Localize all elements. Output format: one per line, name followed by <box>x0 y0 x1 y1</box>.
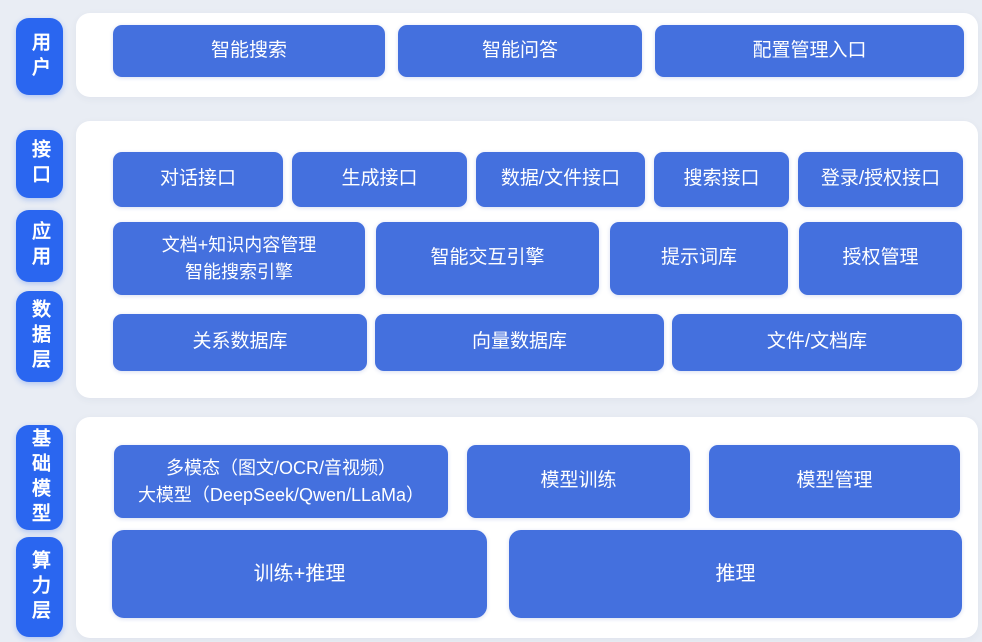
layer-tab-application: 应用 <box>16 210 63 282</box>
dialog-api-label: 对话接口 <box>159 168 236 190</box>
model-management-block: 模型管理 <box>709 445 960 518</box>
layer-tab-user-label: 用户 <box>29 31 50 82</box>
layer-tab-foundation-model-label: 基础模型 <box>29 427 50 528</box>
interaction-engine-label: 智能交互引擎 <box>430 247 545 269</box>
model-training-label: 模型训练 <box>540 470 617 492</box>
model-compute-layers-panel: 多模态（图文/OCR/音视频） 大模型（DeepSeek/Qwen/LLaMa）… <box>76 417 978 638</box>
model-training-block: 模型训练 <box>467 445 690 518</box>
application-row: 文档+知识内容管理 智能搜索引擎 智能交互引擎 提示词库 授权管理 <box>113 222 962 295</box>
config-management-entry-label: 配置管理入口 <box>752 39 867 61</box>
model-management-label: 模型管理 <box>796 470 873 492</box>
user-layer-panel: 智能搜索 智能问答 配置管理入口 <box>76 13 978 97</box>
compute-row: 训练+推理 推理 <box>112 530 962 618</box>
interface-row: 对话接口 生成接口 数据/文件接口 搜索接口 登录/授权接口 <box>113 152 963 207</box>
inference-label: 推理 <box>715 563 756 585</box>
auth-management-block: 授权管理 <box>799 222 962 295</box>
dialog-api-block: 对话接口 <box>113 152 283 207</box>
vector-db-label: 向量数据库 <box>471 331 567 353</box>
smart-qa-block: 智能问答 <box>398 25 642 77</box>
data-file-api-label: 数据/文件接口 <box>500 168 621 190</box>
layer-tab-data-label: 数据层 <box>29 299 50 374</box>
layer-tab-interface: 接口 <box>16 130 63 198</box>
layer-tab-application-label: 应用 <box>29 221 50 271</box>
login-auth-api-block: 登录/授权接口 <box>798 152 963 207</box>
file-doc-store-block: 文件/文档库 <box>672 314 962 371</box>
layer-tab-user: 用户 <box>16 18 63 95</box>
foundation-model-row: 多模态（图文/OCR/音视频） 大模型（DeepSeek/Qwen/LLaMa）… <box>114 445 960 518</box>
training-inference-block: 训练+推理 <box>112 530 487 618</box>
doc-knowledge-line2: 智能搜索引擎 <box>185 261 293 282</box>
smart-search-block: 智能搜索 <box>113 25 385 77</box>
login-auth-api-label: 登录/授权接口 <box>820 168 941 190</box>
layer-tab-data: 数据层 <box>16 291 63 382</box>
auth-management-label: 授权管理 <box>842 247 919 269</box>
prompt-library-block: 提示词库 <box>610 222 788 295</box>
search-api-label: 搜索接口 <box>683 168 760 190</box>
prompt-library-label: 提示词库 <box>660 247 737 269</box>
multimodal-llm-line1: 多模态（图文/OCR/音视频） <box>166 457 396 478</box>
data-row: 关系数据库 向量数据库 文件/文档库 <box>113 314 962 371</box>
file-doc-store-label: 文件/文档库 <box>766 331 868 353</box>
doc-knowledge-line1: 文档+知识内容管理 <box>161 234 317 255</box>
relational-db-block: 关系数据库 <box>113 314 367 371</box>
smart-qa-label: 智能问答 <box>481 39 558 61</box>
smart-search-label: 智能搜索 <box>210 39 287 61</box>
interaction-engine-block: 智能交互引擎 <box>376 222 599 295</box>
generation-api-label: 生成接口 <box>341 168 418 190</box>
search-api-block: 搜索接口 <box>654 152 789 207</box>
layer-tab-interface-label: 接口 <box>29 139 50 189</box>
training-inference-label: 训练+推理 <box>253 563 346 585</box>
data-file-api-block: 数据/文件接口 <box>476 152 645 207</box>
doc-knowledge-search-engine-block: 文档+知识内容管理 智能搜索引擎 <box>113 222 365 295</box>
multimodal-llm-block: 多模态（图文/OCR/音视频） 大模型（DeepSeek/Qwen/LLaMa） <box>114 445 448 518</box>
config-management-entry-block: 配置管理入口 <box>655 25 964 77</box>
generation-api-block: 生成接口 <box>292 152 467 207</box>
layer-tab-compute-label: 算力层 <box>29 549 50 625</box>
layer-tab-compute: 算力层 <box>16 537 63 637</box>
inference-block: 推理 <box>509 530 962 618</box>
multimodal-llm-line2: 大模型（DeepSeek/Qwen/LLaMa） <box>137 484 425 505</box>
relational-db-label: 关系数据库 <box>192 331 288 353</box>
layer-tab-foundation-model: 基础模型 <box>16 425 63 530</box>
vector-db-block: 向量数据库 <box>375 314 664 371</box>
user-layer-row: 智能搜索 智能问答 配置管理入口 <box>113 25 964 77</box>
platform-layers-panel: 对话接口 生成接口 数据/文件接口 搜索接口 登录/授权接口 文档+知识内容管理… <box>76 121 978 398</box>
